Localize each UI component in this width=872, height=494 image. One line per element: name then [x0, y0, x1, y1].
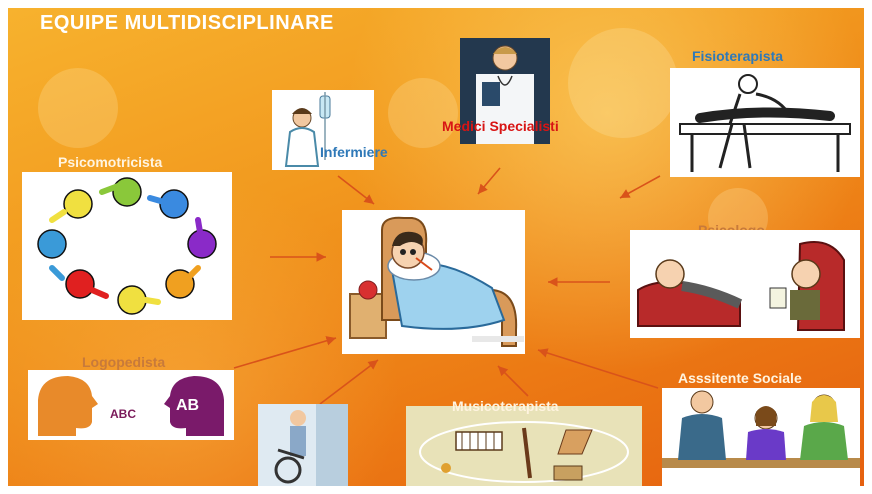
- svg-text:AB: AB: [176, 397, 199, 414]
- arrows-layer: [233, 167, 661, 405]
- music-therapy-image: [406, 406, 642, 486]
- svg-text:ABC: ABC: [110, 407, 136, 421]
- label-logopedista: Logopedista: [82, 354, 166, 370]
- arrow-assistente: [537, 348, 659, 389]
- label-psicomotricista: Psicomotricista: [58, 154, 163, 170]
- arrow-fisioterapista: [619, 175, 661, 199]
- label-assistente-sociale: Asssitente Sociale: [678, 370, 802, 386]
- arrow-logopedista: [233, 336, 337, 369]
- label-fisioterapista: Fisioterapista: [692, 48, 784, 64]
- arrow-medici: [477, 167, 501, 195]
- arrow-infermiere: [337, 175, 375, 205]
- physiotherapy-image: [670, 68, 860, 177]
- patient-in-bed-image: [342, 210, 525, 354]
- label-musicoterapista: Musicoterapista: [452, 398, 559, 414]
- label-infermiere: Infermiere: [320, 144, 388, 160]
- doctor-image: [460, 38, 550, 144]
- speech-therapy-image: ABC AB: [28, 370, 234, 440]
- arrow-musicoterapista: [497, 365, 529, 397]
- wheelchair-image: [258, 404, 348, 486]
- arrow-wheelchair: [319, 359, 379, 405]
- social-worker-image: [662, 388, 860, 486]
- nurse-image: [272, 90, 374, 170]
- bokeh-decoration: [568, 28, 678, 138]
- psychologist-image: [630, 230, 860, 338]
- slide-title: EQUIPE MULTIDISCIPLINARE: [40, 12, 334, 34]
- bokeh-decoration: [38, 68, 118, 148]
- bokeh-decoration: [388, 78, 458, 148]
- psicomotricista-image: [22, 172, 232, 320]
- slide: EQUIPE MULTIDISCIPLINARE: [8, 8, 864, 486]
- label-medici-specialisti: Medici Specialisti: [442, 118, 559, 134]
